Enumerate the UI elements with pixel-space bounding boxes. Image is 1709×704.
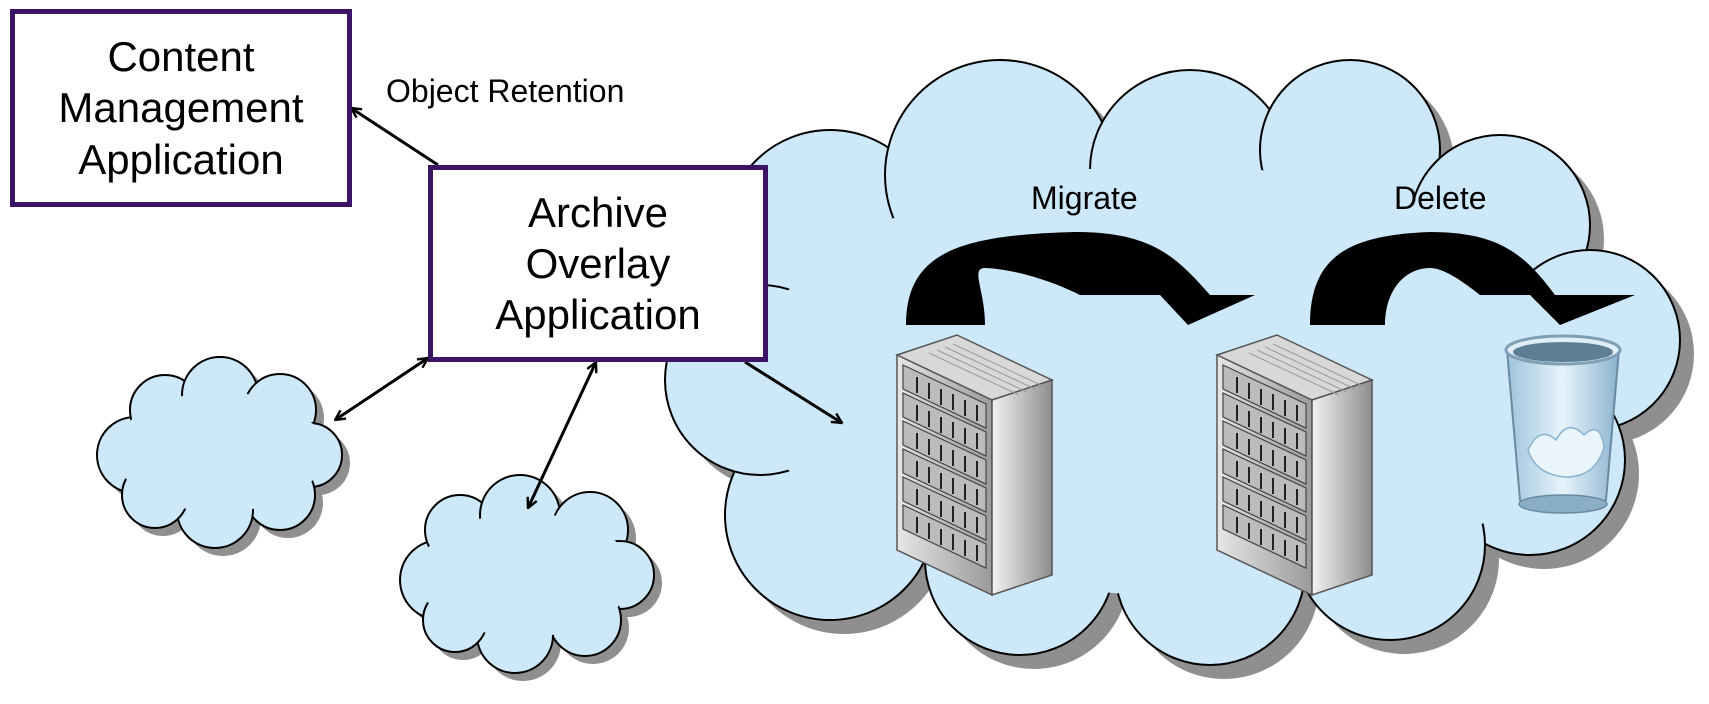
delete-curved-arrow-icon [1310,232,1635,325]
arrow-aoa-to-cloud-1 [335,358,428,420]
arrow-aoa-to-cloud-2 [528,362,596,508]
box-line: Application [495,291,701,339]
content-management-application-box: Content Management Application [10,9,352,207]
box-line: Overlay [525,239,671,287]
object-retention-label: Object Retention [386,73,625,109]
migrate-curved-arrow-icon [906,232,1255,325]
small-cloud-icon [399,474,662,681]
box-line: Application [78,135,284,183]
box-line: Archive [527,188,669,236]
archive-overlay-application-box: Archive Overlay Application [428,165,768,362]
small-cloud-icon [96,356,350,556]
server-rack-icon [1214,334,1375,597]
box-line: Management [58,84,304,132]
server-rack-icon [894,334,1055,597]
trash-can-icon [1504,334,1622,514]
box-line: Content [107,33,255,81]
arrow-to-content-management [351,108,439,167]
delete-label: Delete [1394,180,1487,216]
arrow-aoa-to-large-cloud [744,360,842,423]
migrate-label: Migrate [1031,180,1138,216]
